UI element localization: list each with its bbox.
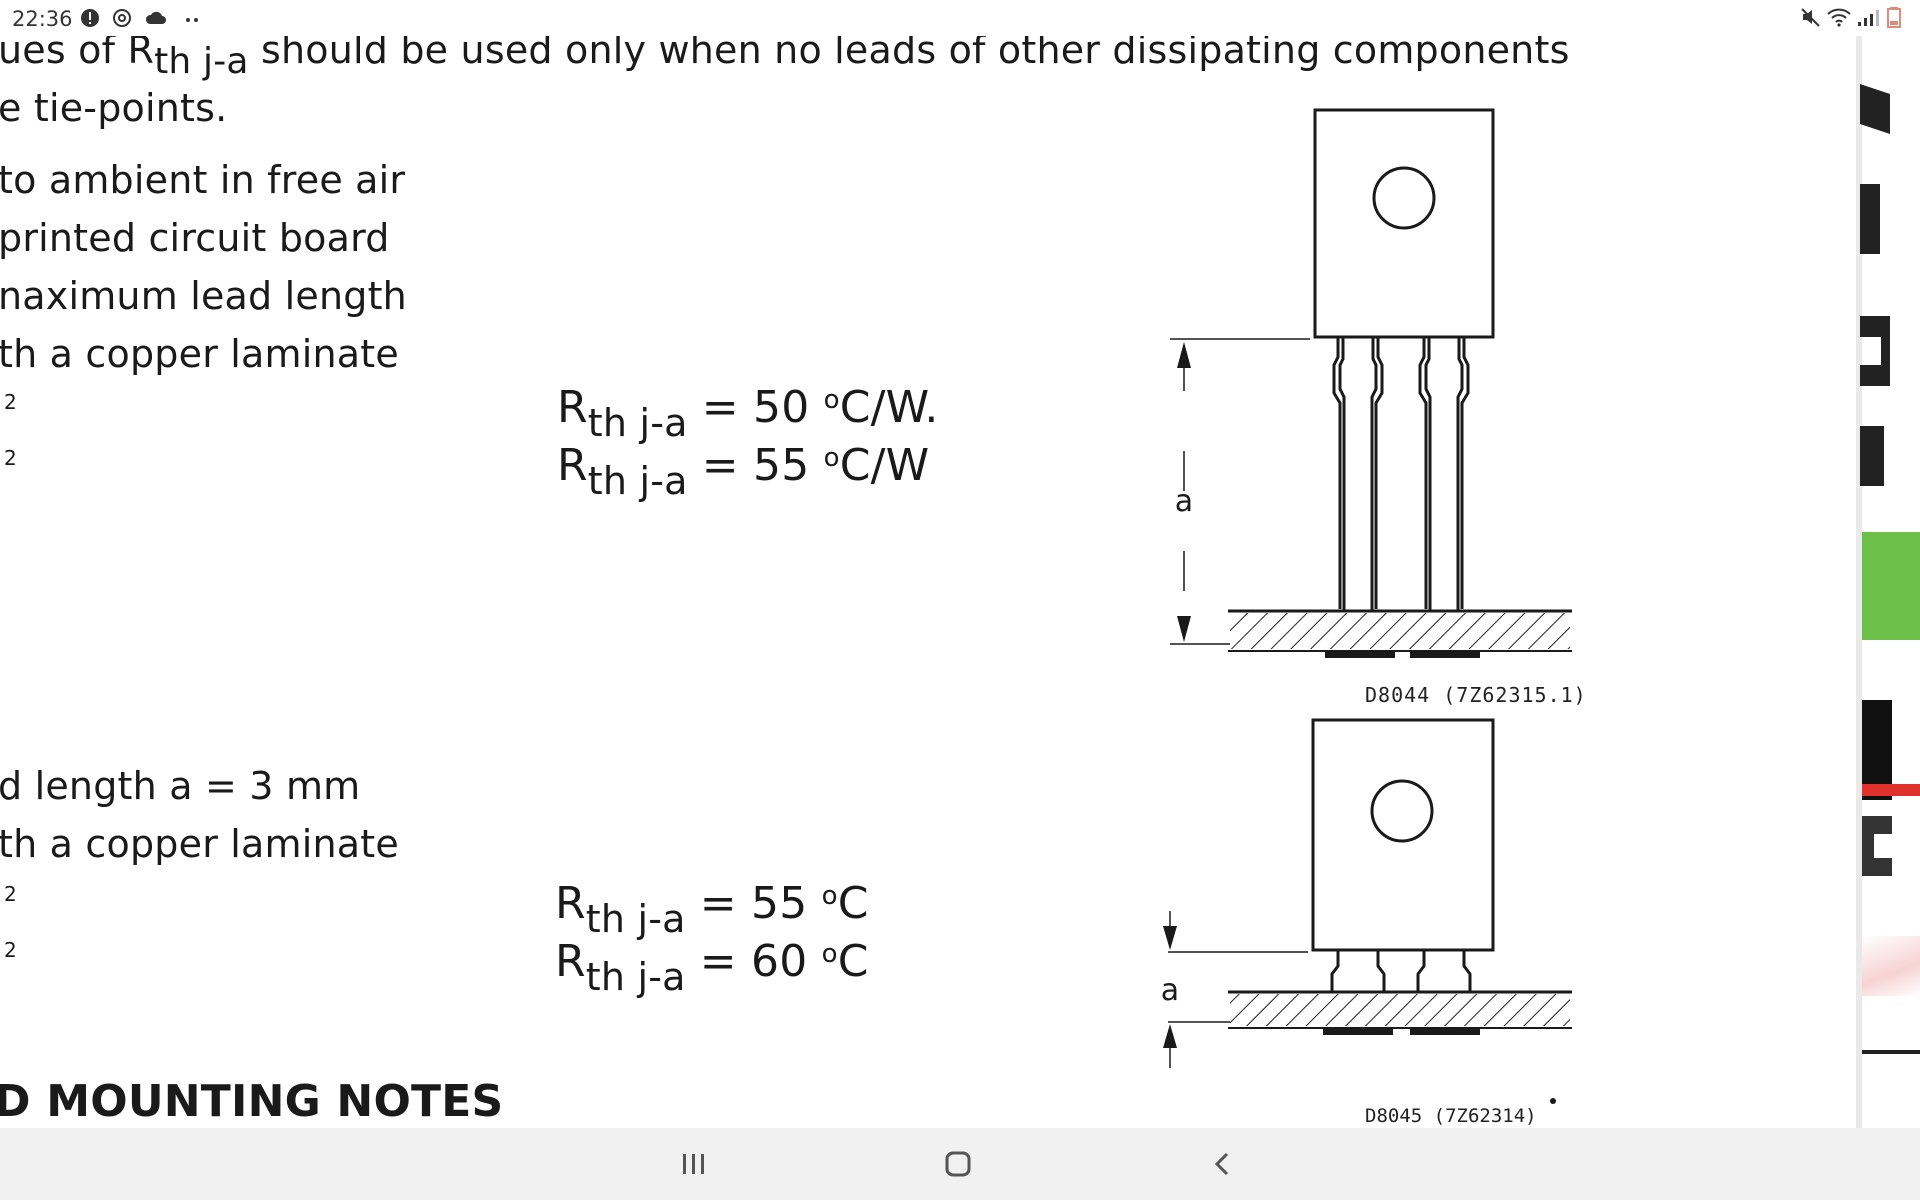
section1-line-2: printed circuit board bbox=[0, 216, 390, 260]
pcb-board-1 bbox=[1230, 613, 1570, 649]
formula-4-subscript: th j-a bbox=[585, 955, 686, 999]
edge-glyph-1 bbox=[1860, 84, 1890, 134]
formula-4: Rth j-a = 60 oC bbox=[555, 936, 869, 999]
status-bar: 22:36 bbox=[0, 0, 1920, 36]
more-dots-icon bbox=[186, 18, 198, 22]
formula-3-degree: o bbox=[821, 881, 838, 911]
home-button[interactable] bbox=[928, 1142, 988, 1186]
transistor-body-2 bbox=[1311, 718, 1495, 952]
formula-2-degree: o bbox=[823, 443, 840, 473]
formula-4-r: R bbox=[555, 936, 586, 987]
alert-icon bbox=[81, 9, 99, 27]
section2-line-2: th a copper laminate bbox=[0, 822, 399, 866]
pcb-board-2 bbox=[1230, 994, 1570, 1026]
formula-3-r: R bbox=[555, 878, 586, 929]
formula-4-equals: = 60 bbox=[685, 936, 822, 987]
transistor-body-1 bbox=[1313, 108, 1495, 339]
formula-4-unit: C bbox=[837, 936, 869, 987]
edge-red-stripe bbox=[1862, 784, 1920, 796]
edge-pink-swoosh bbox=[1862, 936, 1920, 996]
diagram-code-1: D8044 (7Z62315.1) bbox=[1365, 683, 1587, 707]
formula-1-r: R bbox=[557, 382, 588, 433]
navigation-bar bbox=[0, 1128, 1920, 1200]
formula-1-equals: = 50 bbox=[687, 382, 824, 433]
formula-3-subscript: th j-a bbox=[585, 897, 686, 941]
section1-superscript-2: 2 bbox=[4, 446, 17, 470]
background-app-edge[interactable] bbox=[1856, 36, 1920, 1128]
formula-4-degree: o bbox=[821, 939, 838, 969]
formula-1-subscript: th j-a bbox=[587, 401, 688, 445]
formula-2-subscript: th j-a bbox=[587, 459, 688, 503]
intro-line-1-suffix: should be used only when no leads of oth… bbox=[248, 36, 1570, 72]
section1-line-3: naximum lead length bbox=[0, 274, 407, 318]
edge-dark-block bbox=[1862, 700, 1892, 800]
section1-superscript-1: 2 bbox=[4, 390, 17, 414]
leads-2 bbox=[1330, 950, 1472, 992]
signal-icon bbox=[1858, 10, 1879, 26]
mounting-hole-2 bbox=[1370, 779, 1434, 843]
edge-glyph-4 bbox=[1860, 426, 1884, 486]
section1-line-1: to ambient in free air bbox=[0, 158, 406, 202]
sync-icon bbox=[113, 9, 131, 27]
edge-glyph-3 bbox=[1860, 316, 1890, 386]
section1-line-4: th a copper laminate bbox=[0, 332, 399, 376]
formula-3-equals: = 55 bbox=[685, 878, 822, 929]
status-right-icons bbox=[1800, 6, 1910, 30]
app-edge-divider bbox=[1856, 36, 1862, 1128]
dimension-label-2: a bbox=[1161, 973, 1179, 1008]
formula-1-unit: C/W. bbox=[839, 382, 939, 433]
mute-icon bbox=[1801, 8, 1820, 27]
home-icon bbox=[945, 1151, 971, 1177]
edge-glyph-2 bbox=[1860, 184, 1880, 254]
mounting-diagram-1: a D8044 (7Z62315.1) bbox=[1170, 108, 1587, 707]
leads-1 bbox=[1332, 337, 1470, 611]
recent-apps-icon bbox=[683, 1154, 704, 1174]
formula-1-degree: o bbox=[823, 385, 840, 415]
wifi-icon bbox=[1827, 8, 1851, 27]
mounting-hole-1 bbox=[1372, 166, 1436, 230]
formula-2-equals: = 55 bbox=[687, 440, 824, 491]
back-icon bbox=[1214, 1152, 1229, 1176]
edge-rule bbox=[1862, 1050, 1920, 1054]
edge-glyph-5 bbox=[1862, 816, 1892, 876]
intro-line-1-subscript: th j-a bbox=[154, 41, 249, 82]
document-page[interactable]: ues of Rth j-a should be used only when … bbox=[0, 36, 1856, 1128]
formula-2-unit: C/W bbox=[839, 440, 930, 491]
diagram-code-2: D8045 (7Z62314) bbox=[1365, 1105, 1537, 1127]
battery-icon bbox=[1887, 7, 1901, 28]
mounting-notes-heading: D MOUNTING NOTES bbox=[0, 1076, 504, 1127]
cloud-icon bbox=[145, 11, 166, 24]
section2-superscript-2: 2 bbox=[4, 938, 17, 962]
back-button[interactable] bbox=[1192, 1142, 1252, 1186]
formula-2: Rth j-a = 55 oC/W bbox=[557, 440, 930, 503]
section2-superscript-1: 2 bbox=[4, 882, 17, 906]
dimension-label-1: a bbox=[1175, 484, 1193, 519]
intro-line-2: e tie-points. bbox=[0, 86, 228, 130]
formula-3-unit: C bbox=[837, 878, 869, 929]
intro-line-1-prefix: ues of R bbox=[0, 36, 155, 72]
formula-1: Rth j-a = 50 oC/W. bbox=[557, 382, 939, 445]
formula-3: Rth j-a = 55 oC bbox=[555, 878, 869, 941]
mounting-diagram-2: a D8045 (7Z62314) bbox=[1161, 718, 1572, 1127]
intro-line-1: ues of Rth j-a should be used only when … bbox=[0, 36, 1570, 82]
formula-2-r: R bbox=[557, 440, 588, 491]
edge-green-banner bbox=[1862, 532, 1920, 640]
section2-line-1: d length a = 3 mm bbox=[0, 764, 361, 808]
status-time: 22:36 bbox=[12, 7, 73, 31]
recent-apps-button[interactable] bbox=[664, 1142, 724, 1186]
